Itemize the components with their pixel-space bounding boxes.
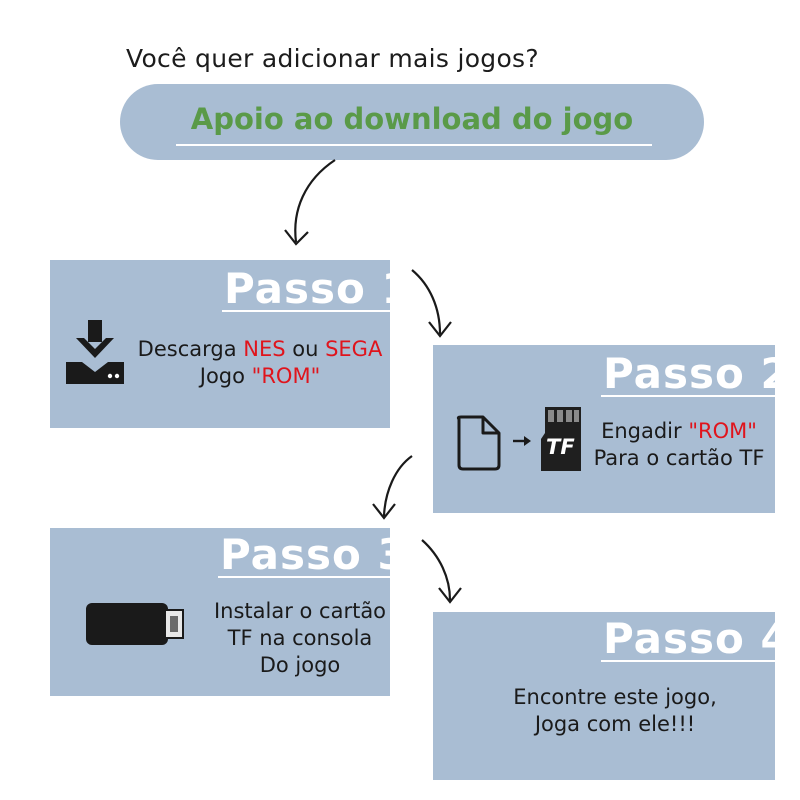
step-1-title: Passo 1 — [224, 264, 412, 313]
tf-card-label: TF — [546, 435, 575, 459]
step-2-title: Passo 2 — [603, 349, 791, 398]
step-4-title: Passo 4 — [603, 614, 791, 663]
step-1-panel: Passo 1 Descarga NES ou SEGA Jogo "ROM" — [50, 260, 411, 428]
step-3-line-1: Instalar o cartão — [213, 599, 387, 623]
step-3-title-underline — [218, 576, 390, 578]
step-3-panel: Passo 3 Instalar o cartão TF na consola … — [50, 528, 407, 696]
step-3-line-2: TF na consola — [227, 626, 373, 650]
step-2-line-2: Para o cartão TF — [593, 446, 765, 470]
nes-label: NES — [243, 337, 286, 361]
sega-label: SEGA — [325, 337, 383, 361]
tf-card-icon: TF — [537, 405, 585, 475]
banner-title: Apoio ao download do jogo — [190, 102, 634, 136]
step-1-title-underline — [222, 310, 390, 312]
step-4-line-1: Encontre este jogo, — [513, 685, 717, 709]
step-2-panel: Passo 2 TF Engadir "ROM" Para o cartão T… — [433, 345, 790, 513]
arrow-right-icon — [513, 436, 531, 446]
step-2-text: Engadir "ROM" Para o cartão TF — [583, 418, 775, 472]
step-2-title-underline — [601, 395, 775, 397]
rom-label: "ROM" — [688, 419, 757, 443]
step-4-title-underline — [601, 660, 775, 662]
download-icon — [66, 320, 124, 384]
usb-stick-icon — [86, 603, 184, 645]
step-4-line-2: Joga com ele!!! — [534, 712, 696, 736]
file-icon — [456, 415, 501, 471]
rom-label: "ROM" — [251, 364, 321, 388]
step-3-title: Passo 3 — [220, 530, 408, 579]
step-3-line-3: Do jogo — [259, 653, 341, 677]
step-1-line-2: Jogo "ROM" — [199, 364, 321, 388]
download-support-banner: Apoio ao download do jogo — [120, 84, 704, 160]
step-3-text: Instalar o cartão TF na consola Do jogo — [200, 598, 400, 679]
step-1-line-1: Descarga NES ou SEGA — [137, 337, 383, 361]
step-4-panel: Passo 4 Encontre este jogo, Joga com ele… — [433, 612, 790, 780]
step-1-text: Descarga NES ou SEGA Jogo "ROM" — [122, 336, 398, 390]
banner-underline — [176, 144, 652, 146]
question-text: Você quer adicionar mais jogos? — [126, 44, 539, 73]
step-2-line-1: Engadir "ROM" — [601, 419, 757, 443]
step-4-text: Encontre este jogo, Joga com ele!!! — [433, 684, 797, 738]
